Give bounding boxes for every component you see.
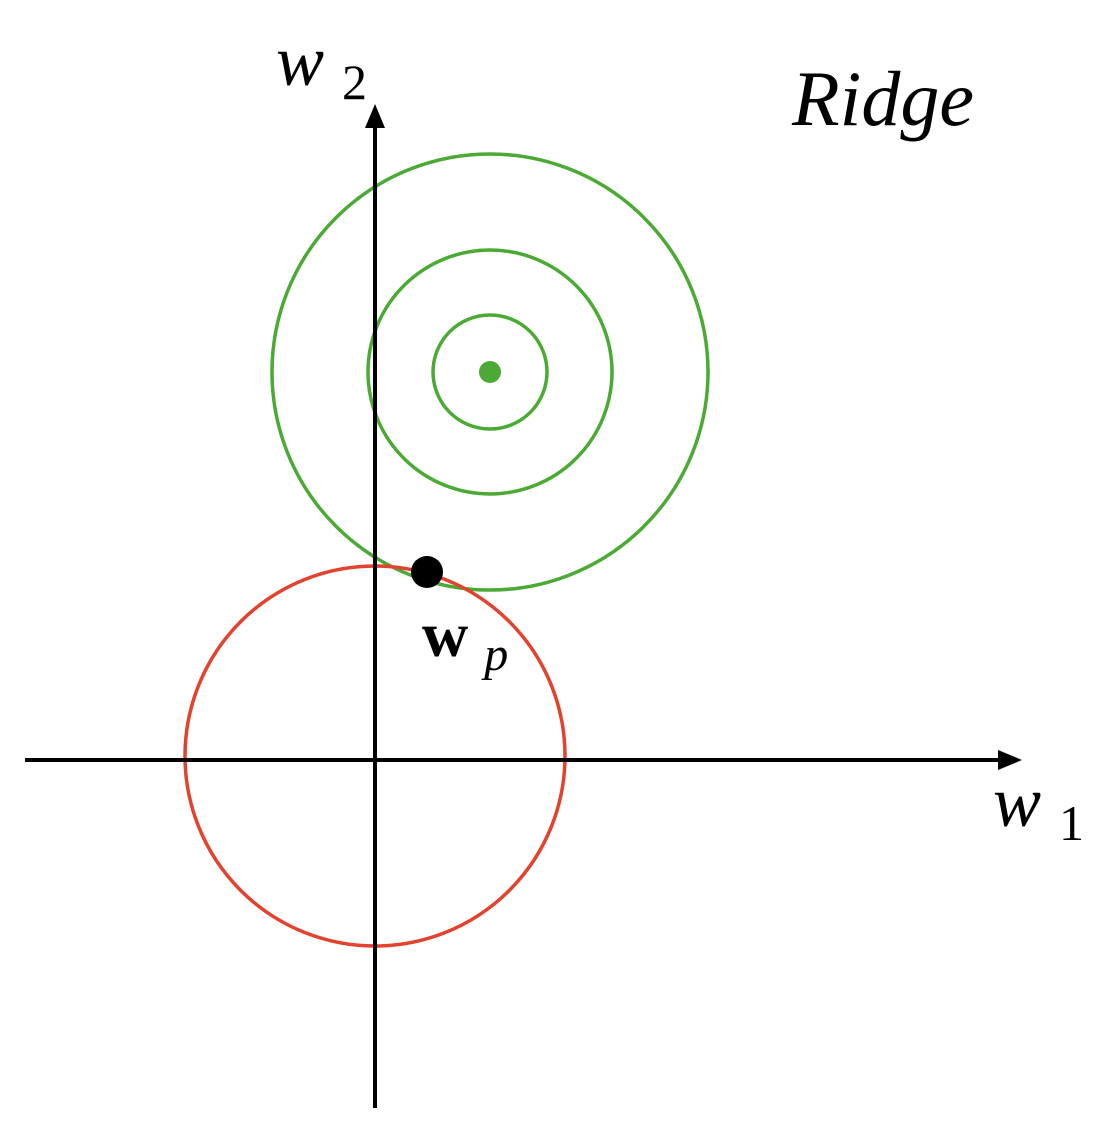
x-axis-arrowhead <box>998 750 1022 770</box>
diagram-title: Ridge <box>791 55 974 142</box>
y-axis-arrowhead <box>365 104 385 128</box>
loss-minimum-point <box>479 361 501 383</box>
y-axis-label-sub: 2 <box>342 54 367 110</box>
axes <box>25 125 1000 1108</box>
point-label: w p <box>422 599 508 681</box>
y-axis-label-base: w <box>276 21 324 101</box>
point-label-sub: p <box>481 628 508 681</box>
y-axis-label: w 2 <box>276 21 367 110</box>
tangent-point <box>411 556 443 588</box>
loss-contour-middle <box>366 248 614 496</box>
point-label-base: w <box>422 599 468 670</box>
x-axis-label-sub: 1 <box>1059 795 1084 851</box>
loss-contour-outer <box>270 152 710 592</box>
loss-contours <box>270 152 710 592</box>
x-axis-label-base: w <box>993 762 1041 842</box>
x-axis-label: w 1 <box>993 762 1084 851</box>
loss-contour-inner <box>431 313 549 431</box>
